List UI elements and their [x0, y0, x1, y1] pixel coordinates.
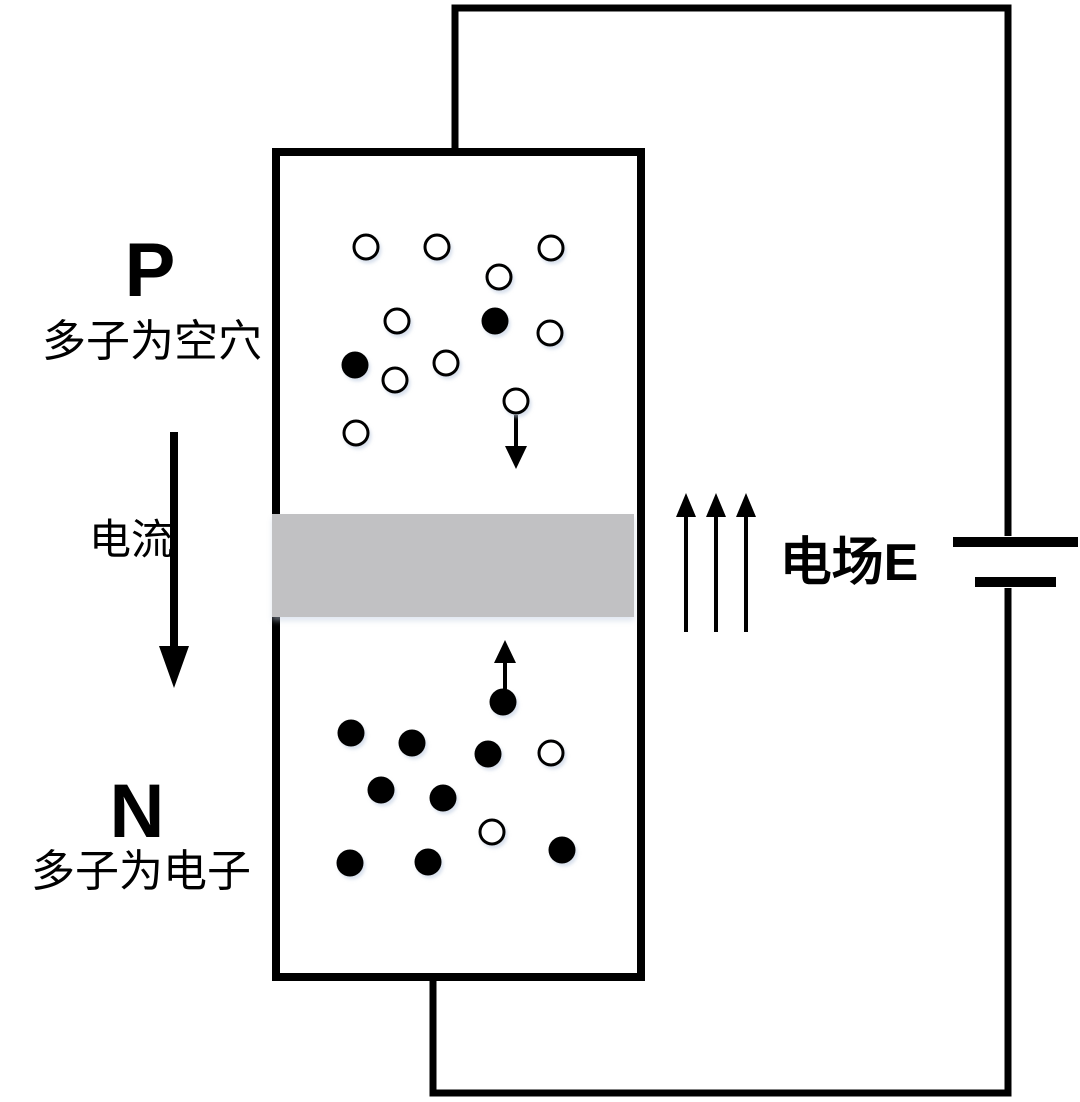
- n-minority-drift-arrow: [494, 640, 516, 689]
- n-region-label: N: [109, 769, 165, 854]
- field-label: 电场E: [779, 534, 919, 592]
- top-wire: [451, 4, 1012, 536]
- bottom-wire: [429, 588, 1012, 1097]
- current-arrow: [159, 432, 189, 688]
- p-minority-drift-arrow: [505, 415, 527, 469]
- field-arrows: [676, 493, 756, 632]
- p-region-label: P: [124, 228, 176, 313]
- n-majority-label: 多子为电子: [31, 847, 251, 896]
- p-majority-label: 多子为空穴: [42, 317, 262, 366]
- current-label: 电流: [88, 516, 174, 563]
- depletion-region: [272, 514, 634, 617]
